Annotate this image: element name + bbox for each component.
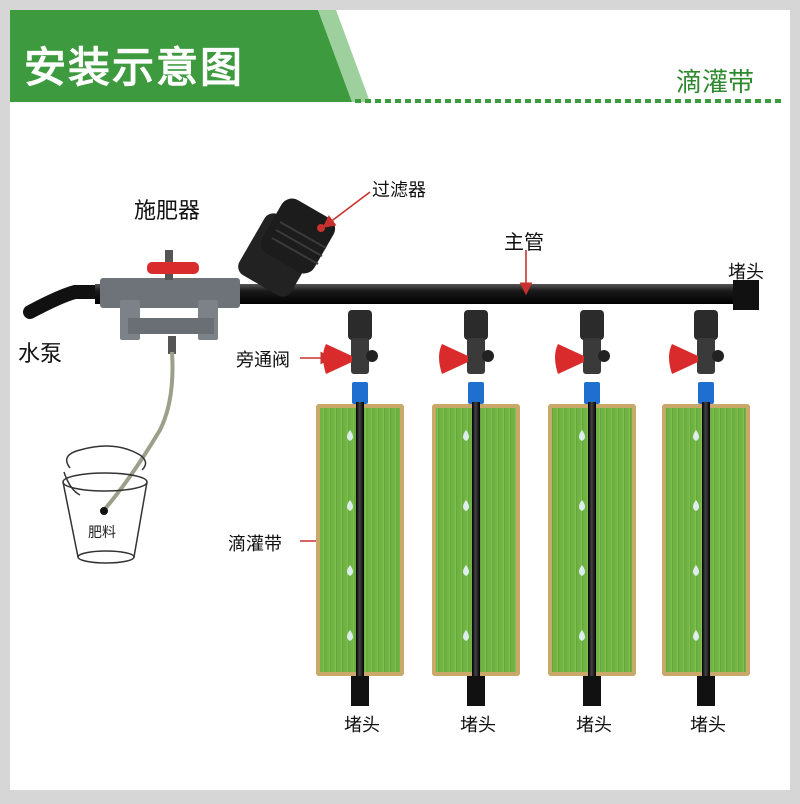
water-drop-2-2 bbox=[463, 500, 469, 511]
main-pipe-end-plug bbox=[733, 280, 759, 310]
fertilizer-bypass bbox=[128, 318, 214, 334]
valve-knob-2 bbox=[482, 350, 494, 362]
label-end-plug-main: 堵头 bbox=[728, 262, 764, 283]
water-drop-2-4 bbox=[463, 630, 469, 641]
tee-connector-1 bbox=[348, 310, 372, 340]
label-bucket: 肥料 bbox=[88, 525, 116, 541]
water-drop-4-2 bbox=[693, 500, 699, 511]
water-drop-3-4 bbox=[579, 630, 585, 641]
valve-knob-1 bbox=[366, 350, 378, 362]
page-subtitle: 滴灌带 bbox=[676, 68, 755, 98]
drip-branch-4 bbox=[662, 310, 750, 706]
drip-end-plug-2 bbox=[467, 676, 485, 706]
valve-body-2 bbox=[467, 338, 485, 374]
drip-branch-3 bbox=[548, 310, 636, 706]
label-main-pipe: 主管 bbox=[504, 230, 544, 254]
tee-connector-2 bbox=[464, 310, 488, 340]
water-drop-1-4 bbox=[347, 630, 353, 641]
label-end-plug-1: 堵头 bbox=[344, 715, 380, 736]
valve-body-1 bbox=[351, 338, 369, 374]
label-bypass-valve: 旁通阀 bbox=[236, 350, 290, 371]
drip-end-plug-1 bbox=[351, 676, 369, 706]
blue-connector-2 bbox=[468, 382, 484, 404]
drip-end-plug-4 bbox=[697, 676, 715, 706]
label-fertilizer-applicator: 施肥器 bbox=[134, 199, 201, 224]
water-drop-4-3 bbox=[693, 565, 699, 576]
water-drop-1-3 bbox=[347, 565, 353, 576]
label-end-plug-2: 堵头 bbox=[460, 715, 496, 736]
water-drop-3-2 bbox=[579, 500, 585, 511]
drip-branch-1 bbox=[316, 310, 404, 706]
drip-end-plug-3 bbox=[583, 676, 601, 706]
fertilizer-suction-tube bbox=[102, 351, 175, 512]
drip-tape-4 bbox=[702, 402, 710, 682]
tee-connector-3 bbox=[580, 310, 604, 340]
water-drop-2-1 bbox=[463, 430, 469, 441]
drip-branch-2 bbox=[432, 310, 520, 706]
water-drop-4-4 bbox=[693, 630, 699, 641]
fertilizer-valve-handle[interactable] bbox=[147, 262, 199, 274]
filter bbox=[238, 198, 336, 297]
label-drip-tape: 滴灌带 bbox=[228, 534, 282, 555]
bypass-valve-handle-3 bbox=[555, 344, 584, 374]
filter-arrow bbox=[322, 191, 371, 228]
valve-knob-3 bbox=[598, 350, 610, 362]
label-end-plug-4: 堵头 bbox=[690, 715, 726, 736]
water-drop-1-2 bbox=[347, 500, 353, 511]
bypass-valve-handle-2 bbox=[439, 344, 468, 374]
header-banner bbox=[10, 10, 352, 102]
tee-connector-4 bbox=[694, 310, 718, 340]
drip-tape-2 bbox=[472, 402, 480, 682]
fertilizer-suction-port bbox=[168, 336, 176, 354]
label-end-plug-3: 堵头 bbox=[576, 715, 612, 736]
page-title: 安装示意图 bbox=[24, 43, 245, 92]
water-drop-3-1 bbox=[579, 430, 585, 441]
label-filter: 过滤器 bbox=[372, 180, 426, 201]
water-drop-1-1 bbox=[347, 430, 353, 441]
water-drop-2-3 bbox=[463, 565, 469, 576]
label-water-pump: 水泵 bbox=[18, 342, 63, 367]
valve-knob-4 bbox=[712, 350, 724, 362]
water-drop-3-3 bbox=[579, 565, 585, 576]
drip-tape-1 bbox=[356, 402, 364, 682]
main-pipe bbox=[95, 284, 745, 304]
water-drop-4-1 bbox=[693, 430, 699, 441]
header-banner-stripe bbox=[318, 10, 370, 102]
pump-inlet-pipe bbox=[23, 285, 107, 319]
blue-connector-3 bbox=[584, 382, 600, 404]
bucket-tube-end bbox=[100, 507, 108, 515]
bypass-valve-handle-1 bbox=[323, 344, 352, 374]
bypass-valve-handle-4 bbox=[669, 344, 698, 374]
blue-connector-1 bbox=[352, 382, 368, 404]
blue-connector-4 bbox=[698, 382, 714, 404]
valve-body-4 bbox=[697, 338, 715, 374]
fertilizer-bucket bbox=[62, 445, 148, 564]
drip-tape-3 bbox=[588, 402, 596, 682]
valve-body-3 bbox=[583, 338, 601, 374]
drip-branches bbox=[316, 310, 750, 706]
